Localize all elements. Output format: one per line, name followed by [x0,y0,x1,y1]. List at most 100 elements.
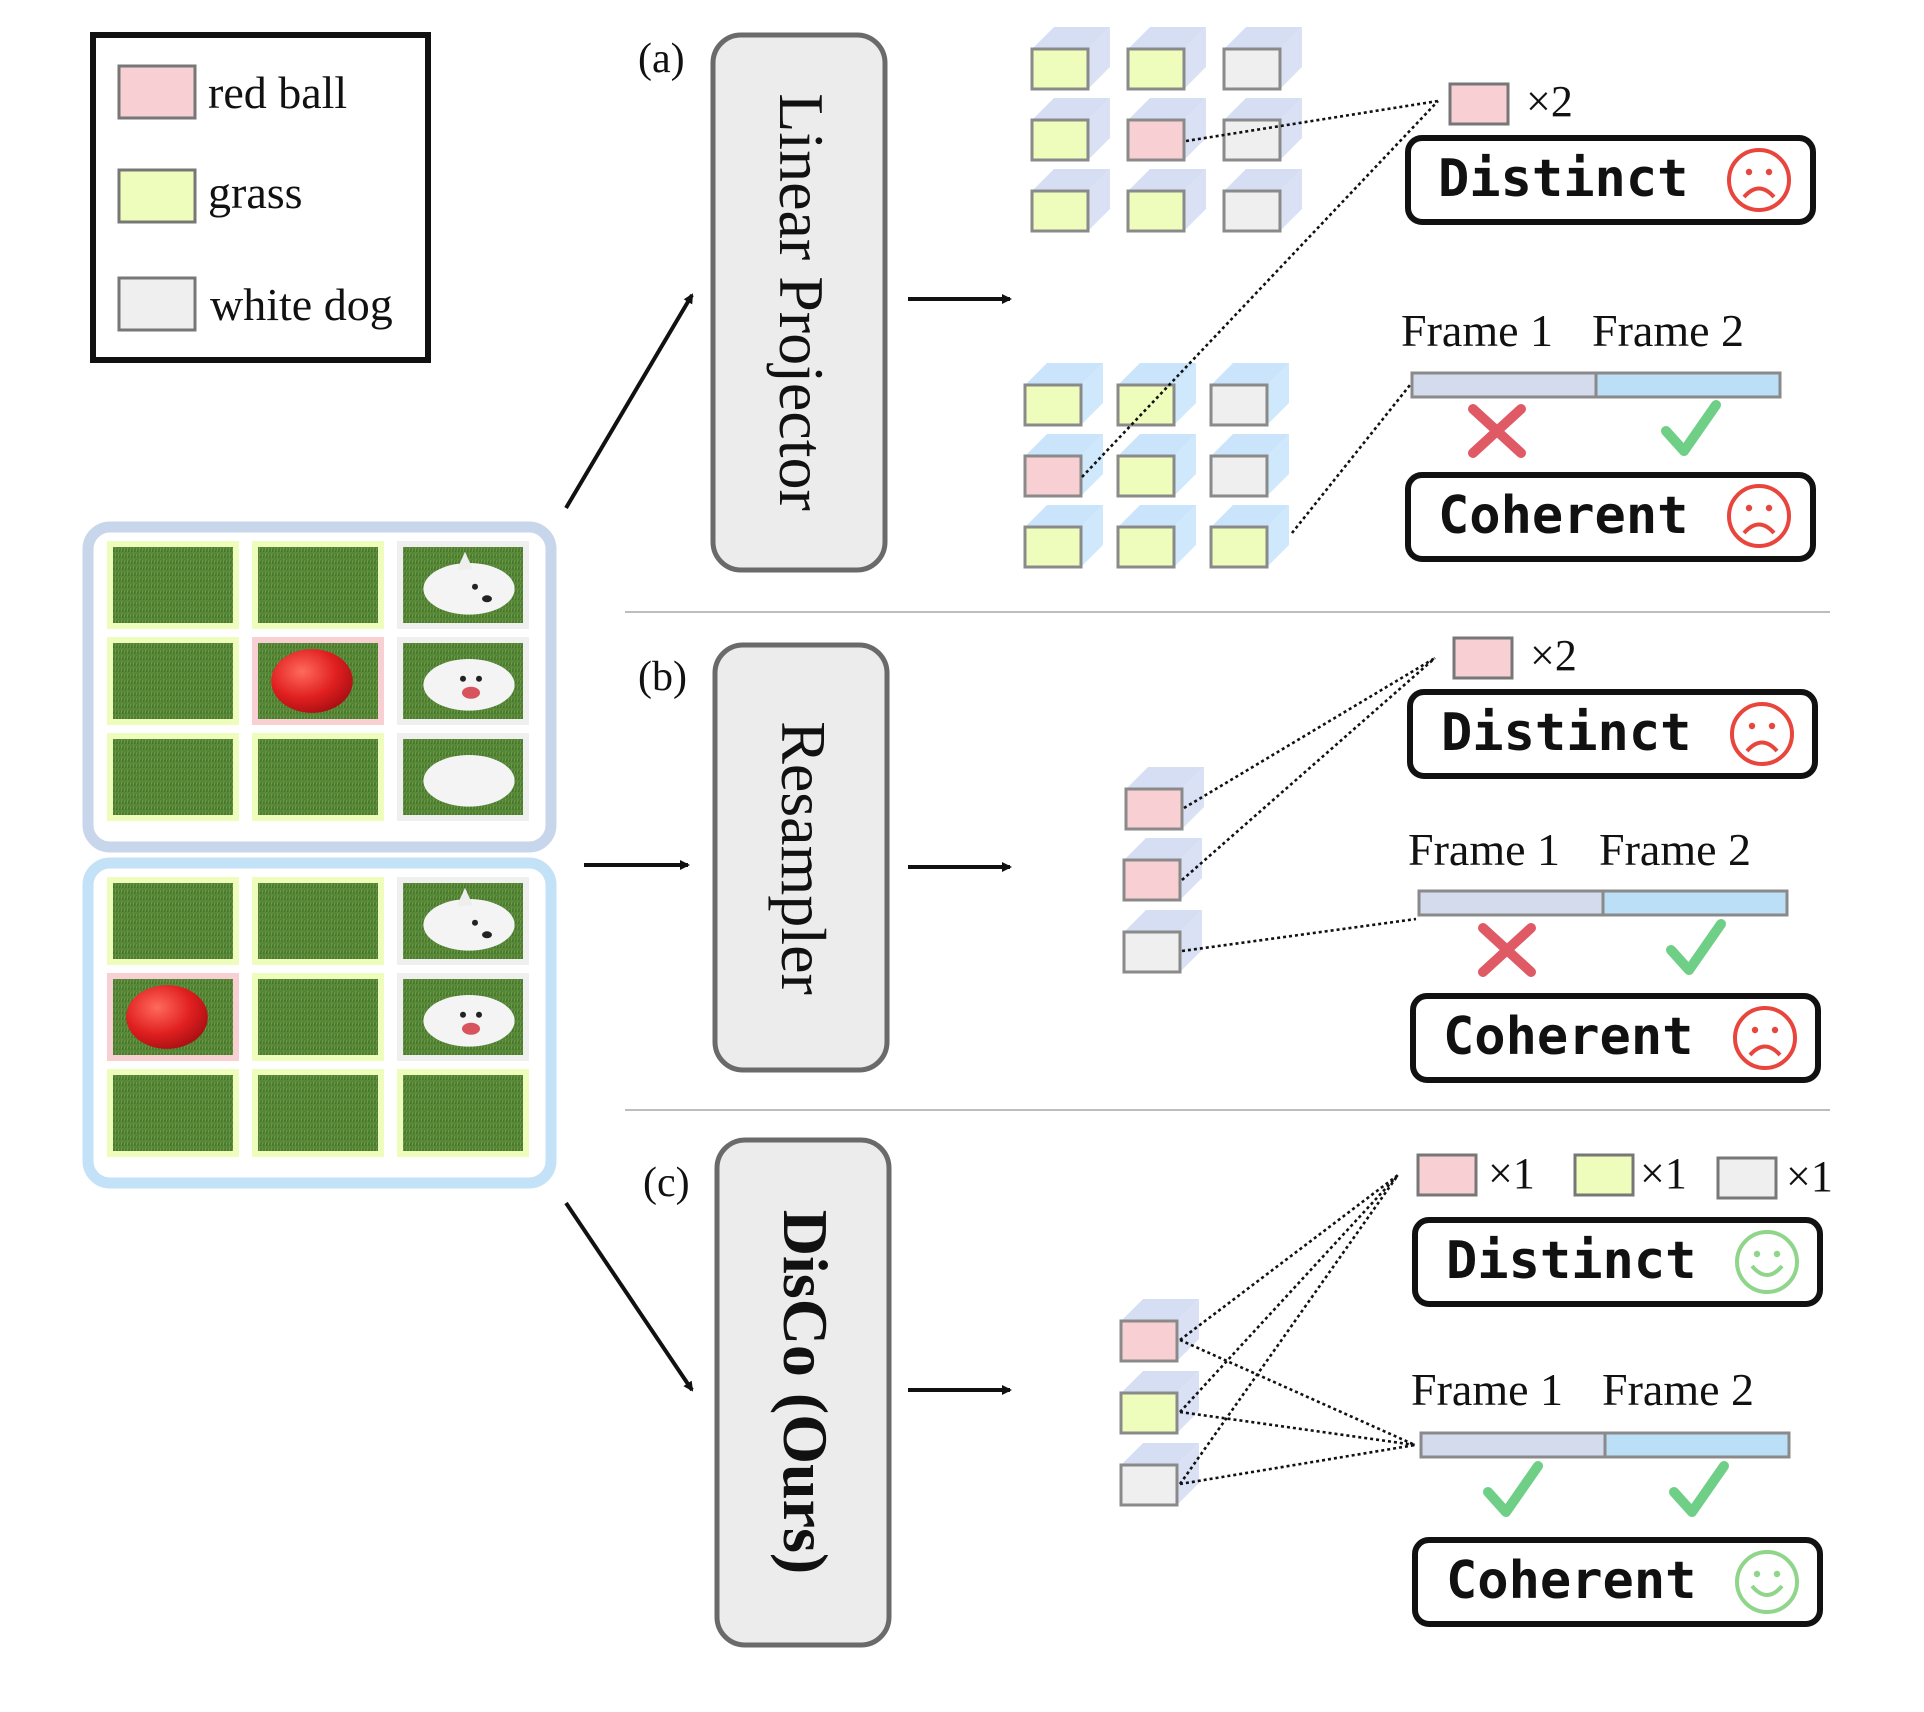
frame-1-border [82,521,557,853]
grass-token [1116,434,1196,498]
frame-2-bar [1603,1431,1791,1459]
grass-token-icon [1573,1153,1635,1197]
white-dog-patch [397,637,529,725]
panel-c: (c) DisCo (Ours) ×1 ×1 ×1 Distinct Frame… [643,1137,1833,1648]
sad-face-icon [1730,702,1794,766]
white-dog-patch [397,733,529,821]
dotted-link [1185,99,1439,143]
grass-token [1030,98,1110,162]
token-count: ×1 [1640,1149,1687,1198]
red-ball-token [1124,767,1204,831]
dotted-link [1183,656,1436,810]
grass-patch [397,1069,529,1157]
white-dog-token-icon [1716,1156,1778,1200]
distinct-label: Distinct [1441,703,1691,763]
grass-patch [107,733,239,821]
red-ball-token [1023,434,1103,498]
white-dog-swatch [117,276,197,332]
distinct-box [1407,689,1818,779]
grass-patch [107,541,239,629]
legend-label: red ball [208,67,347,118]
dotted-link [1181,657,1436,881]
red-ball-token-icon [1416,1153,1478,1197]
red-ball-swatch [117,64,197,120]
distinct-box [1405,135,1816,225]
frame-1-label: Frame 1 [1411,1364,1563,1415]
distinct-label: Distinct [1446,1231,1696,1291]
coherent-box [1405,472,1816,562]
cross-icon [1468,404,1526,458]
frame-2-patches [107,877,529,1157]
red-ball-patch [252,637,384,725]
frame-1-bar [1419,1431,1607,1459]
frame-1-label: Frame 1 [1408,824,1560,875]
white-dog-patch [397,973,529,1061]
grass-token [1030,169,1110,233]
grass-token [1119,1371,1199,1435]
disco-box [714,1137,892,1648]
frame-2-label: Frame 2 [1592,305,1744,356]
grass-patch [252,733,384,821]
dotted-link [1179,1443,1416,1486]
grass-token [1209,505,1289,569]
happy-face-icon [1735,1550,1799,1614]
grass-token [1023,505,1103,569]
panel-label: (c) [643,1160,690,1206]
grass-token [1116,363,1196,427]
white-dog-patch [397,877,529,965]
dotted-link [1181,917,1417,953]
linear-projector-box [710,32,888,573]
token-count: ×1 [1488,1149,1535,1198]
white-dog-token [1209,363,1289,427]
token-links [1178,1173,1416,1486]
token-links [1181,656,1436,953]
white-dog-token [1122,910,1202,974]
grass-token [1023,363,1103,427]
grass-token [1116,505,1196,569]
token-count: ×2 [1530,631,1577,680]
frame-1-bar [1410,371,1598,399]
frame-2-bar [1594,371,1782,399]
panel-label: (a) [638,36,685,82]
frame-2-border [82,857,557,1189]
check-icon [1483,1461,1543,1517]
arrow-to-disco [564,1201,694,1392]
legend-item-red-ball: red ball [117,64,347,120]
grass-token [1126,27,1206,91]
red-ball-token-icon [1452,636,1514,680]
check-icon [1661,400,1721,456]
grass-patch [252,973,384,1061]
grass-patch [107,877,239,965]
token-count: ×2 [1526,77,1573,126]
resampled-tokens [1122,767,1204,974]
white-dog-token [1209,434,1289,498]
frame-2-label: Frame 2 [1599,824,1751,875]
sad-face-icon [1733,1006,1797,1070]
check-icon [1669,1461,1729,1517]
red-ball-token [1122,838,1202,902]
white-dog-token [1222,98,1302,162]
input-frames [82,521,557,1189]
red-ball-token [1126,98,1206,162]
frame-1-label: Frame 1 [1401,305,1553,356]
panel-a: (a) Linear Projector ×2 Distinct Frame 1… [638,27,1816,573]
token-count: ×1 [1786,1152,1833,1201]
coherent-box [1410,993,1821,1083]
legend-label: white dog [210,279,393,330]
grass-swatch [117,168,197,224]
legend-label: grass [208,167,303,218]
grass-patch [252,1069,384,1157]
sad-face-icon [1727,148,1791,212]
distinct-label: Distinct [1438,149,1688,209]
white-dog-token [1222,169,1302,233]
white-dog-token [1222,27,1302,91]
dotted-link [1179,1173,1399,1342]
panel-b: (b) Resampler ×2 Distinct Frame 1 Frame … [638,631,1821,1083]
frame-1-patches [107,541,529,821]
disco-tokens [1119,1299,1199,1507]
resampler-label: Resampler [768,721,839,995]
distinct-box [1412,1217,1823,1307]
check-icon [1666,919,1726,975]
grass-patch [252,877,384,965]
legend: red ball grass white dog [90,32,431,363]
